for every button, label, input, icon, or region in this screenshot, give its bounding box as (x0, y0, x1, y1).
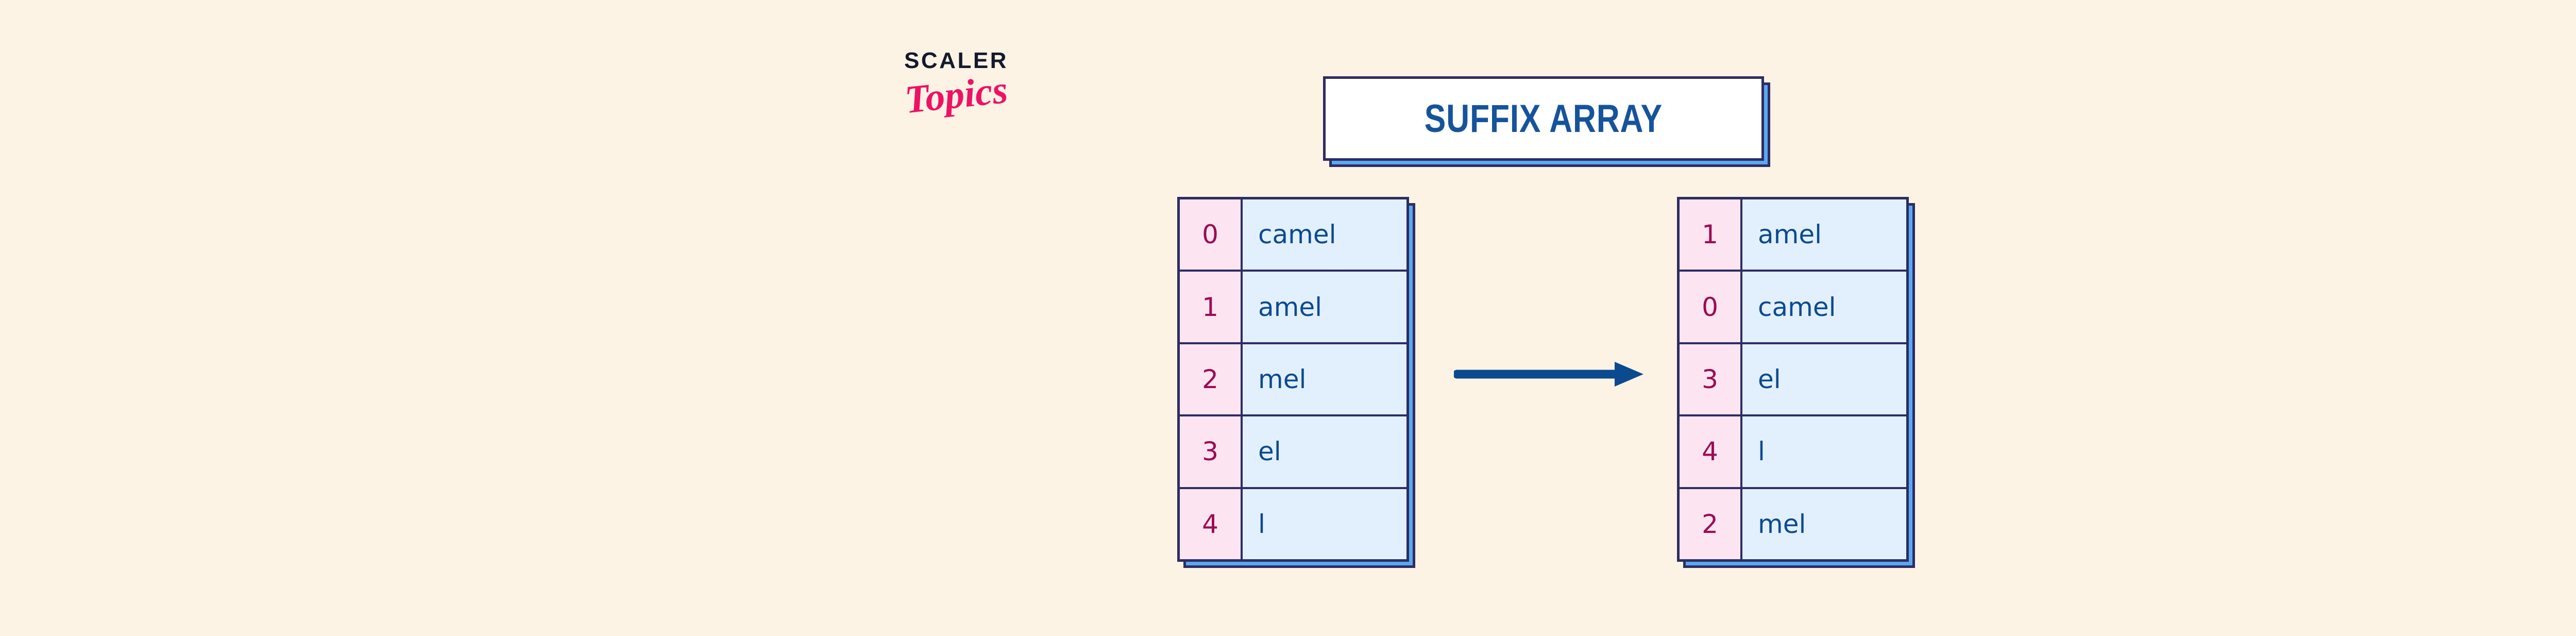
table-row: 0 camel (1680, 272, 1906, 344)
table-row: 1 amel (1180, 272, 1406, 344)
index-cell: 1 (1180, 272, 1243, 342)
table-row: 2 mel (1680, 489, 1906, 560)
suffix-cell: amel (1243, 272, 1406, 342)
suffix-cell: l (1742, 416, 1906, 487)
unsorted-suffixes-table: 0 camel 1 amel 2 mel 3 el 4 l (1177, 197, 1415, 568)
sorted-suffix-array-table: 1 amel 0 camel 3 el 4 l 2 mel (1677, 197, 1915, 568)
scaler-topics-logo: SCALER Topics (894, 49, 1018, 137)
table-row: 3 el (1680, 344, 1906, 417)
index-cell: 3 (1680, 344, 1742, 415)
suffix-cell: camel (1742, 272, 1906, 342)
title-banner-box: SUFFIX ARRAY (1323, 76, 1764, 161)
index-cell: 0 (1680, 272, 1742, 342)
suffix-cell: camel (1243, 199, 1406, 270)
table-row: 4 l (1180, 489, 1406, 560)
suffix-cell: mel (1243, 344, 1406, 415)
logo-script-topics: Topics (903, 68, 1010, 122)
logo-wordmark: SCALER (904, 48, 1008, 73)
right-arrow-icon (1454, 362, 1643, 387)
index-cell: 4 (1680, 416, 1742, 487)
unsorted-table-grid: 0 camel 1 amel 2 mel 3 el 4 l (1177, 197, 1409, 562)
suffix-cell: mel (1742, 489, 1906, 560)
suffix-cell: el (1243, 416, 1406, 487)
sorted-table-grid: 1 amel 0 camel 3 el 4 l 2 mel (1677, 197, 1909, 562)
table-row: 3 el (1180, 416, 1406, 489)
table-row: 0 camel (1180, 199, 1406, 272)
index-cell: 2 (1680, 489, 1742, 560)
suffix-cell: amel (1742, 199, 1906, 270)
index-cell: 1 (1680, 199, 1742, 270)
suffix-cell: l (1243, 489, 1406, 560)
index-cell: 2 (1180, 344, 1243, 415)
index-cell: 3 (1180, 416, 1243, 487)
table-row: 4 l (1680, 416, 1906, 489)
index-cell: 0 (1180, 199, 1243, 270)
index-cell: 4 (1180, 489, 1243, 560)
title-banner: SUFFIX ARRAY (1323, 76, 1770, 167)
page-title: SUFFIX ARRAY (1424, 96, 1663, 141)
suffix-cell: el (1742, 344, 1906, 415)
table-row: 1 amel (1680, 199, 1906, 272)
table-row: 2 mel (1180, 344, 1406, 417)
